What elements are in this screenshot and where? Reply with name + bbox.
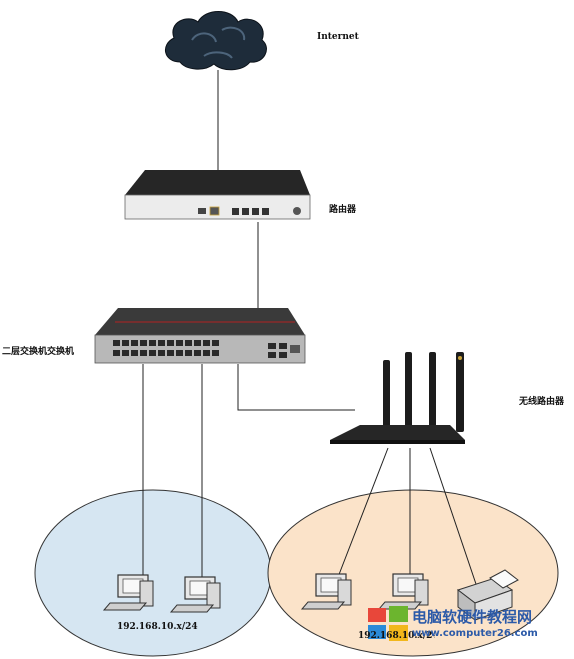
watermark-url: www.computer26.com [412, 628, 538, 639]
pc-icon-4 [377, 573, 429, 610]
windows-logo-icon [368, 606, 408, 641]
internet-label: Internet [317, 32, 359, 42]
right-subnet-label: 192.168.10.x/24 [358, 631, 435, 641]
l2-switch-device-icon [94, 308, 306, 364]
l2-switch-label: 二层交换机交换机 [2, 347, 75, 357]
internet-cloud-icon [165, 11, 267, 71]
wireless-router-label: 无线路由器 [519, 397, 565, 407]
left-subnet-label: 192.168.10.x/24 [117, 622, 198, 632]
router-device-icon [124, 170, 311, 220]
wireless-to-pc3-line [332, 447, 389, 591]
pc-icon-3 [300, 573, 352, 610]
switch-to-wireless-line [237, 364, 355, 411]
printer-icon [456, 569, 519, 622]
pc-icon-1 [102, 574, 154, 611]
pc-icon-2 [169, 576, 221, 613]
connection-lines [142, 70, 479, 591]
router-label: 路由器 [329, 205, 357, 215]
wireless-to-printer-line [429, 447, 479, 591]
wireless-router-device-icon [330, 352, 465, 444]
watermark-title: 电脑软硬件教程网 [412, 608, 533, 626]
